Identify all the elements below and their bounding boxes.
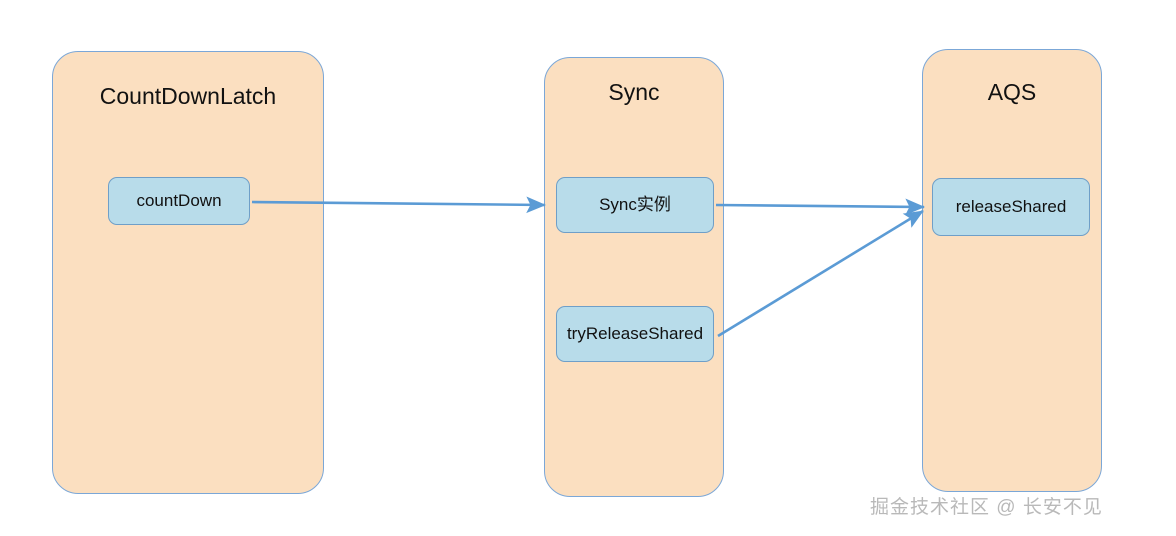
node-tryreleaseshared[interactable]: tryReleaseShared (556, 306, 714, 362)
node-releaseshared[interactable]: releaseShared (932, 178, 1090, 236)
node-label-countdown: countDown (136, 190, 222, 210)
node-sync-instance[interactable]: Sync实例 (556, 177, 714, 233)
container-aqs: AQS (922, 49, 1102, 492)
watermark: 掘金技术社区 @ 长安不见 (870, 497, 1103, 518)
node-label-tryreleaseshared: tryReleaseShared (566, 323, 704, 343)
node-label-releaseshared: releaseShared (955, 196, 1067, 216)
container-title-sync: Sync (608, 79, 660, 105)
node-countdown[interactable]: countDown (108, 177, 250, 225)
container-sync: Sync (544, 57, 724, 497)
edge-sync-to-releaseshared (715, 198, 926, 216)
edge-tryreleaseshared-to-releaseshared (717, 209, 924, 338)
container-countdownlatch: CountDownLatch (52, 51, 324, 494)
node-label-sync-instance: Sync实例 (599, 194, 671, 214)
container-title-aqs: AQS (987, 79, 1037, 105)
container-title-countdownlatch: CountDownLatch (99, 83, 277, 109)
